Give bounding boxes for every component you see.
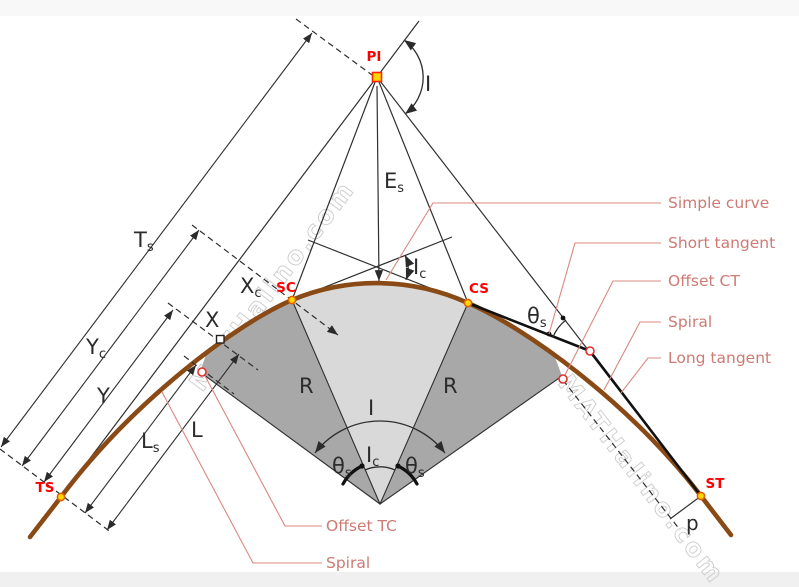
callout-line-spiral-left (161, 391, 322, 564)
cs-label: CS (469, 281, 489, 297)
pi-tick-dashed (295, 18, 373, 76)
dim-label-Y: Y (96, 384, 110, 408)
bottom-strip (0, 572, 799, 587)
ts-label: TS (36, 480, 55, 496)
callout-line-spiral-right (603, 321, 661, 391)
dim-L-arrow (106, 353, 240, 531)
shifted-tangent-dashed (562, 379, 681, 531)
theta-arc-dot-left (359, 463, 365, 469)
dim-label-p: p (686, 511, 699, 535)
sc-label: SC (276, 280, 296, 296)
angle-label-theta-spi: θs (527, 304, 547, 331)
angle-label-I-pi: I (425, 72, 431, 96)
callout-line-offset-tc (203, 373, 322, 527)
top-strip (0, 0, 799, 16)
dim-label-L: L (191, 418, 203, 442)
pi-to-cs-line (376, 76, 469, 304)
long-tangent-line (588, 350, 703, 497)
pi-point-marker (371, 71, 383, 83)
dim-label-Ls: Ls (141, 429, 160, 456)
offset-ct-marker (558, 374, 568, 384)
dim-label-Xc: Xc (240, 274, 262, 301)
sc-point-marker (287, 295, 297, 305)
angle-label-Ic-aux: Ic (413, 255, 426, 282)
dim-label-Ts: Ts (133, 228, 154, 255)
callout-label-simple-curve: Simple curve (668, 194, 769, 212)
callout-line-short-tangent (548, 242, 661, 335)
angle-label-Ic-center: Ic (366, 443, 379, 470)
dim-label-Es: Es (384, 169, 404, 196)
ts-point-marker (56, 492, 66, 502)
angle-I-arc-pi (403, 39, 424, 115)
wedge-edge-right (379, 375, 563, 505)
callout-line-offset-ct (563, 280, 661, 378)
st-point-marker (696, 491, 706, 501)
theta-arc-dot-right (395, 463, 401, 469)
external-distance-arrow (374, 85, 384, 282)
angle-Ic-arc-center (364, 466, 396, 471)
angle-Ic-arc-aux (404, 254, 415, 281)
angle-theta-arc-spi (552, 319, 567, 338)
dim-label-X: X (205, 308, 219, 332)
pi-label: PI (367, 49, 382, 65)
angle-label-theta-left: θs (332, 454, 352, 481)
offset-tc-marker (197, 367, 207, 377)
spi-arc-dot-upper (560, 315, 566, 321)
radius-label-right: R (443, 374, 458, 398)
angle-label-theta-right: θs (405, 454, 425, 481)
spiral-wedge-right (380, 303, 562, 504)
callout-label-long-tangent: Long tangent (668, 349, 771, 367)
spiral-point-marker (215, 334, 225, 344)
short-tangent-line (467, 301, 591, 353)
callout-label-offset-ct: Offset CT (668, 272, 740, 290)
ts-baseline-dashed (0, 448, 113, 534)
cs-point-marker (463, 298, 473, 308)
callout-line-long-tangent (620, 357, 661, 394)
callout-line-simple-curve (385, 202, 661, 281)
angle-label-I-center: I (368, 396, 374, 420)
dim-label-Yc: Yc (85, 335, 106, 362)
spi-marker (585, 346, 595, 356)
callout-label-short-tangent: Short tangent (668, 234, 775, 252)
radius-label-left: R (299, 374, 314, 398)
st-label: ST (706, 476, 726, 492)
p-offset-line (669, 495, 702, 520)
angle-I-arc-center (314, 420, 446, 454)
callout-label-spiral-left: Spiral (326, 554, 370, 572)
callout-label-spiral-right: Spiral (668, 313, 712, 331)
callout-label-offset-tc: Offset TC (326, 517, 397, 535)
